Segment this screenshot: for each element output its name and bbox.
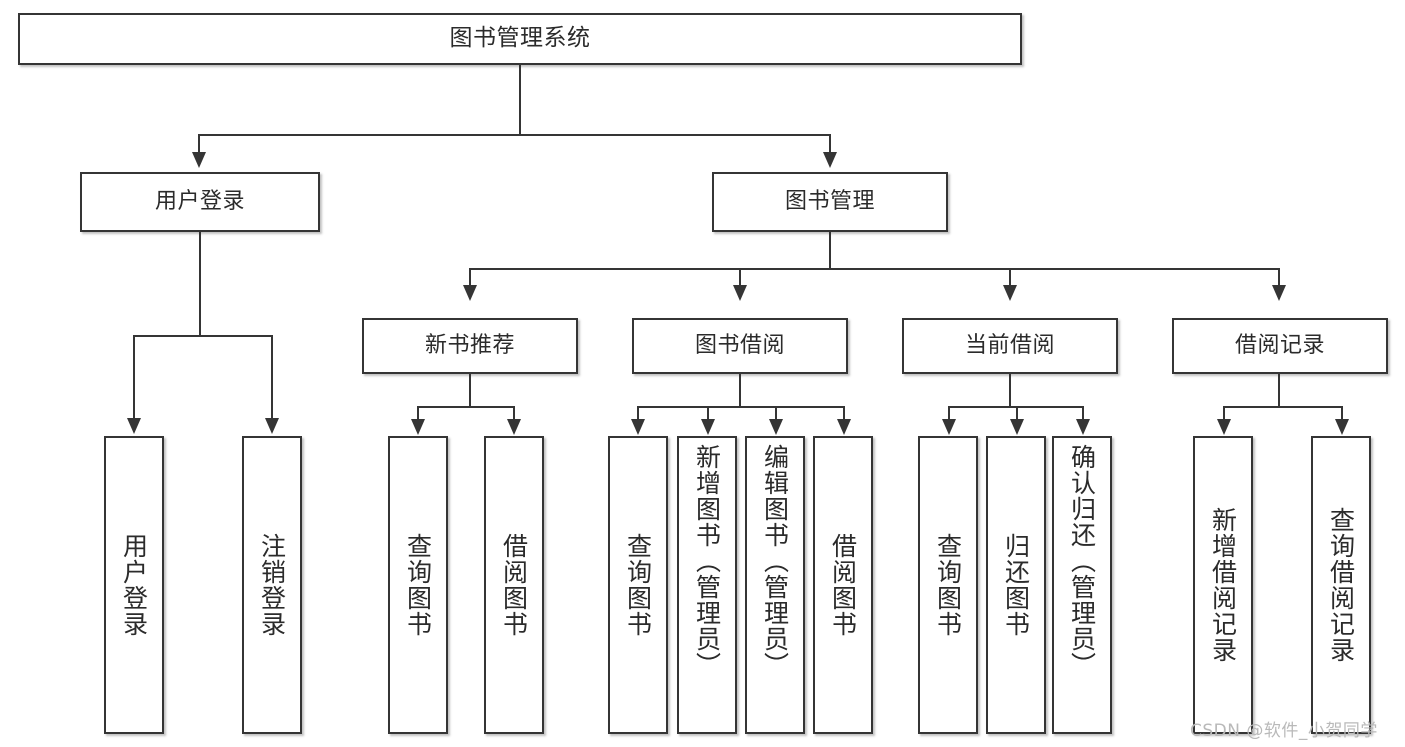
- connector-borrow-to-lend: [843, 406, 845, 420]
- connector-root-stem: [519, 65, 521, 135]
- connector-current-stem: [1009, 374, 1011, 408]
- leaf-new-books-query[interactable]: 查询图书: [388, 436, 448, 734]
- leaf-current-return-label: 归还图书: [1001, 533, 1031, 637]
- connector-root-to-book-mgmt: [829, 134, 831, 154]
- connector-records-to-query: [1341, 406, 1343, 420]
- connector-new-books-bus: [417, 406, 514, 408]
- arrowhead-book-mgmt-to-records: [1272, 285, 1286, 301]
- connector-new-books-stem: [469, 374, 471, 408]
- arrowhead-current-to-return: [1010, 419, 1024, 435]
- leaf-borrow-add[interactable]: 新增图书（管理员）: [677, 436, 737, 734]
- leaf-current-query-label: 查询图书: [933, 533, 963, 637]
- node-new-book-recommend[interactable]: 新书推荐: [362, 318, 578, 374]
- leaf-records-query-label: 查询借阅记录: [1326, 507, 1356, 663]
- leaf-current-query[interactable]: 查询图书: [918, 436, 978, 734]
- leaf-borrow-edit[interactable]: 编辑图书（管理员）: [745, 436, 805, 734]
- arrowhead-borrow-to-add: [701, 419, 715, 435]
- leaf-logout-label: 注销登录: [257, 533, 287, 637]
- arrowhead-current-to-confirm: [1076, 419, 1090, 435]
- connector-borrow-to-add: [707, 406, 709, 420]
- node-book-management[interactable]: 图书管理: [712, 172, 948, 232]
- connector-current-to-query: [948, 406, 950, 420]
- connector-records-stem: [1278, 374, 1280, 408]
- leaf-current-return[interactable]: 归还图书: [986, 436, 1046, 734]
- leaf-logout[interactable]: 注销登录: [242, 436, 302, 734]
- csdn-watermark: CSDN @软件_小贺同学: [1190, 721, 1378, 741]
- node-user-login[interactable]: 用户登录: [80, 172, 320, 232]
- leaf-borrow-query-label: 查询图书: [623, 533, 653, 637]
- connector-borrow-bus: [637, 406, 844, 408]
- node-book-management-label: 图书管理: [784, 188, 875, 214]
- leaf-borrow-lend-label: 借阅图书: [828, 533, 858, 637]
- arrowhead-new-books-to-borrow: [507, 419, 521, 435]
- leaf-current-confirm-label: 确认归还（管理员）: [1067, 444, 1097, 678]
- connector-current-bus: [948, 406, 1082, 408]
- leaf-current-confirm[interactable]: 确认归还（管理员）: [1052, 436, 1112, 734]
- arrowhead-book-mgmt-to-current: [1003, 285, 1017, 301]
- connector-current-to-return: [1016, 406, 1018, 420]
- node-new-book-recommend-label: 新书推荐: [424, 332, 515, 358]
- arrowhead-borrow-to-edit: [769, 419, 783, 435]
- leaf-records-query[interactable]: 查询借阅记录: [1311, 436, 1371, 734]
- arrowhead-user-login-to-login: [127, 418, 141, 434]
- arrowhead-root-to-book-mgmt: [823, 152, 837, 168]
- connector-new-books-to-query: [417, 406, 419, 420]
- connector-records-to-add: [1223, 406, 1225, 420]
- arrowhead-book-mgmt-to-borrow: [733, 285, 747, 301]
- node-current-borrow-label: 当前借阅: [964, 332, 1055, 358]
- node-root[interactable]: 图书管理系统: [18, 13, 1022, 65]
- leaf-user-login[interactable]: 用户登录: [104, 436, 164, 734]
- arrowhead-book-mgmt-to-new-books: [463, 285, 477, 301]
- connector-book-mgmt-to-new-books: [469, 268, 471, 286]
- connector-borrow-stem: [739, 374, 741, 408]
- arrowhead-user-login-to-logout: [265, 418, 279, 434]
- node-user-login-label: 用户登录: [154, 188, 245, 214]
- leaf-borrow-add-label: 新增图书（管理员）: [692, 444, 722, 678]
- leaf-new-books-borrow-label: 借阅图书: [499, 533, 529, 637]
- node-borrow-records-label: 借阅记录: [1234, 332, 1325, 358]
- arrowhead-new-books-to-query: [411, 419, 425, 435]
- leaf-borrow-edit-label: 编辑图书（管理员）: [760, 444, 790, 678]
- arrowhead-root-to-user-login: [192, 152, 206, 168]
- arrowhead-borrow-to-query: [631, 419, 645, 435]
- connector-book-mgmt-bus: [469, 268, 1279, 270]
- connector-book-mgmt-to-borrow: [739, 268, 741, 286]
- connector-book-mgmt-stem: [829, 232, 831, 270]
- connector-records-bus: [1223, 406, 1342, 408]
- connector-new-books-to-borrow: [513, 406, 515, 420]
- connector-user-login-to-login: [133, 335, 135, 420]
- connector-root-bus: [198, 134, 830, 136]
- node-current-borrow[interactable]: 当前借阅: [902, 318, 1118, 374]
- leaf-borrow-lend[interactable]: 借阅图书: [813, 436, 873, 734]
- leaf-borrow-query[interactable]: 查询图书: [608, 436, 668, 734]
- connector-current-to-confirm: [1082, 406, 1084, 420]
- connector-borrow-to-edit: [775, 406, 777, 420]
- leaf-records-add-label: 新增借阅记录: [1208, 507, 1238, 663]
- connector-book-mgmt-to-records: [1278, 268, 1280, 286]
- node-book-borrow[interactable]: 图书借阅: [632, 318, 848, 374]
- arrowhead-records-to-query: [1335, 419, 1349, 435]
- leaf-new-books-borrow[interactable]: 借阅图书: [484, 436, 544, 734]
- connector-user-login-stem: [199, 232, 201, 336]
- leaf-records-add[interactable]: 新增借阅记录: [1193, 436, 1253, 734]
- connector-user-login-bus: [133, 335, 272, 337]
- arrowhead-current-to-query: [942, 419, 956, 435]
- arrowhead-borrow-to-lend: [837, 419, 851, 435]
- node-root-label: 图书管理系统: [449, 25, 591, 52]
- leaf-new-books-query-label: 查询图书: [403, 533, 433, 637]
- connector-book-mgmt-to-current: [1009, 268, 1011, 286]
- connector-root-to-user-login: [198, 134, 200, 154]
- connector-borrow-to-query: [637, 406, 639, 420]
- node-borrow-records[interactable]: 借阅记录: [1172, 318, 1388, 374]
- arrowhead-records-to-add: [1217, 419, 1231, 435]
- leaf-user-login-label: 用户登录: [119, 533, 149, 637]
- node-book-borrow-label: 图书借阅: [694, 332, 785, 358]
- connector-user-login-to-logout: [271, 335, 273, 420]
